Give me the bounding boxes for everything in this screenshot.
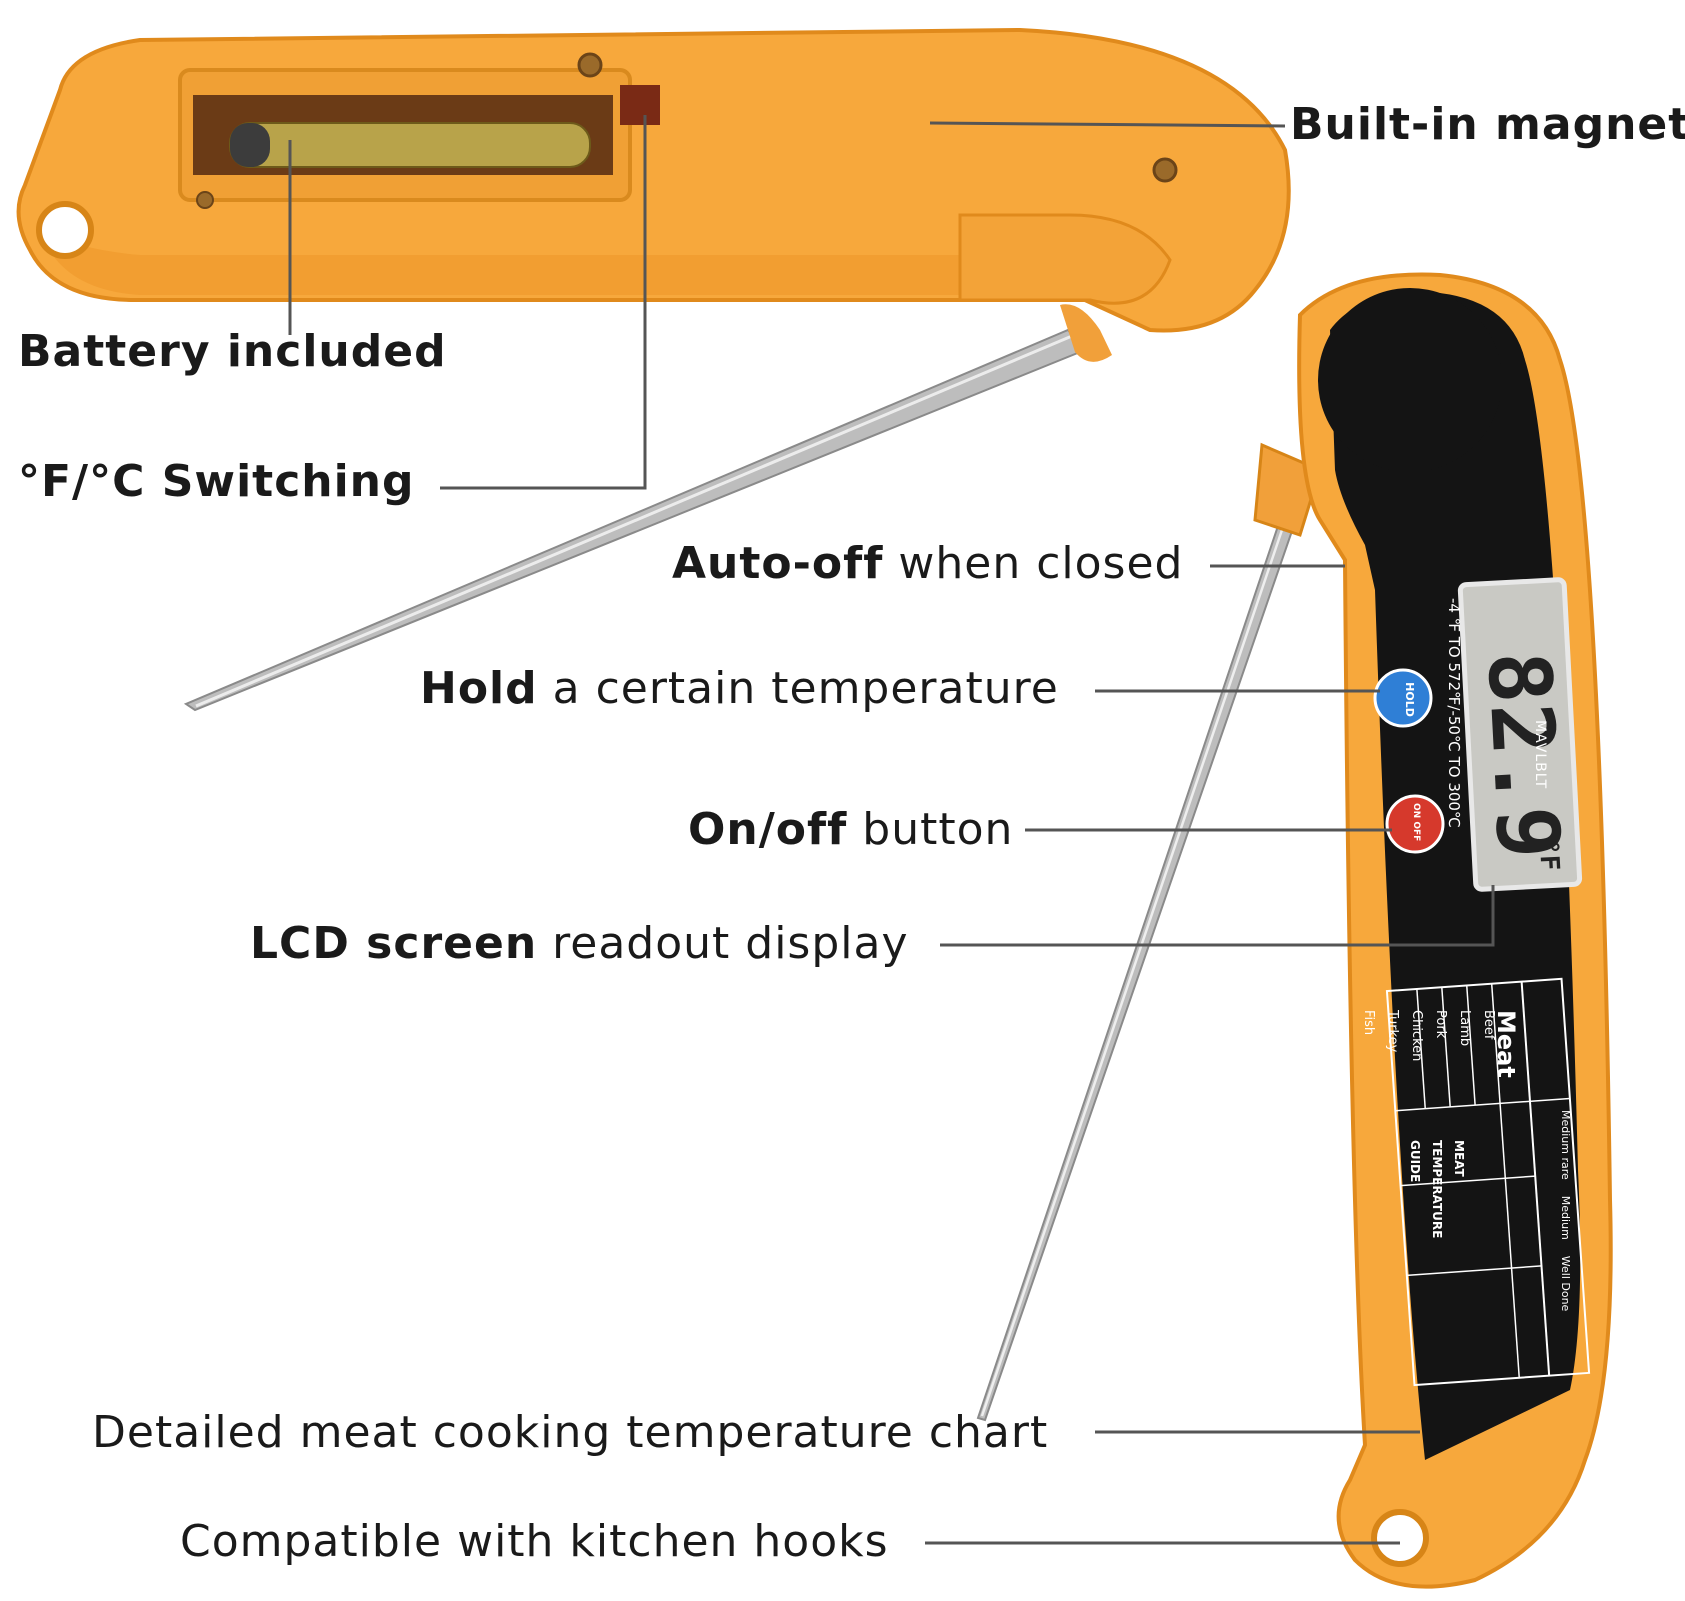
leader-lcd — [940, 885, 1495, 947]
table-row-label: Fish — [1361, 1010, 1376, 1036]
range-text: -4 ℉ TO 572℉/-50℃ TO 300℃ — [1445, 598, 1463, 828]
callout-bold: Hold — [420, 663, 538, 714]
battery-end — [230, 123, 270, 167]
guide-line: TEMPERATURE — [1430, 1140, 1444, 1239]
screw-1 — [577, 52, 603, 78]
leader-built-in-magnet — [929, 121, 1286, 128]
callout-switching: °F/°C Switching — [18, 460, 415, 504]
table-header: Well Done — [1559, 1255, 1572, 1312]
callout-hooks: Compatible with kitchen hooks — [180, 1520, 889, 1564]
table-row-label: Pork — [1433, 1010, 1448, 1039]
head-cap — [1318, 288, 1502, 472]
hold-button — [1373, 668, 1433, 728]
callout-hold: Hold a certain temperature — [420, 667, 1059, 711]
leader-lines — [288, 115, 1495, 1545]
body-lip-top — [40, 230, 1090, 295]
battery-cell — [229, 122, 591, 168]
callout-battery: Battery included — [18, 330, 447, 374]
lcd-readout: 82.9 — [1468, 649, 1579, 861]
lcd-unit: °F — [1532, 838, 1565, 872]
guide-text: MEAT TEMPERATURE GUIDE — [1404, 1140, 1470, 1238]
callout-built-in-magnet: Built-in magnet — [1290, 103, 1685, 147]
switch-button — [620, 85, 660, 125]
table-headers: Medium rare Medium Well Done — [1559, 1110, 1572, 1311]
leader-switching — [440, 115, 647, 490]
table-row-label: Beef — [1481, 1010, 1496, 1040]
hold-button-label: HOLD — [1402, 682, 1416, 717]
table-header: Medium rare — [1559, 1110, 1572, 1180]
lcd-screen — [1457, 577, 1583, 892]
callout-bold: Built-in magnet — [1290, 99, 1685, 150]
on-off-button-label: ON OFF — [1411, 803, 1421, 842]
callout-auto-off: Auto-off when closed — [672, 542, 1183, 586]
table-border — [1385, 977, 1591, 1387]
callout-rest: Compatible with kitchen hooks — [180, 1516, 889, 1567]
table-rows: Beef Lamb Pork Chicken Turkey Fish — [1356, 1010, 1500, 1061]
callout-rest: button — [847, 804, 1014, 855]
callout-rest: when closed — [883, 538, 1184, 589]
callout-chart: Detailed meat cooking temperature chart — [92, 1411, 1048, 1455]
callout-bold: On/off — [688, 804, 848, 855]
callout-bold: °F/°C Switching — [18, 456, 415, 507]
callout-bold: Auto-off — [672, 538, 884, 589]
lcd-group — [1457, 577, 1583, 892]
probe-front-highlight — [980, 523, 1286, 1417]
table-row-label: Chicken — [1409, 1010, 1424, 1062]
table-row-label: Lamb — [1457, 1010, 1472, 1047]
hang-hole-front — [1371, 1509, 1429, 1567]
callout-rest: Detailed meat cooking temperature chart — [92, 1407, 1049, 1458]
callout-on-off: On/off button — [688, 808, 1013, 852]
lcd-reading: 82.9 — [1467, 648, 1579, 862]
screw-2 — [1152, 157, 1178, 183]
callout-bold: LCD screen — [250, 918, 538, 969]
guide-line: MEAT — [1452, 1140, 1466, 1177]
brand-text: MAVLBLT — [1532, 720, 1548, 790]
screw-3 — [196, 191, 214, 209]
table-header: Medium — [1559, 1195, 1572, 1240]
temperature-table — [1385, 977, 1591, 1387]
callout-rest: a certain temperature — [537, 663, 1059, 714]
callout-rest: readout display — [537, 918, 909, 969]
guide-line: GUIDE — [1408, 1140, 1422, 1183]
on-off-button — [1385, 794, 1445, 854]
probe-collar-top — [1060, 304, 1112, 362]
callout-lcd: LCD screen readout display — [250, 922, 909, 966]
hinge-top — [958, 213, 1172, 305]
table-row-label: Turkey — [1385, 1010, 1400, 1053]
hang-hole-top — [36, 201, 94, 259]
folded-thermometer-back — [16, 27, 1291, 712]
unfolded-thermometer-front — [976, 272, 1613, 1589]
probe-top-highlight — [195, 334, 1073, 708]
callout-bold: Battery included — [18, 326, 447, 377]
